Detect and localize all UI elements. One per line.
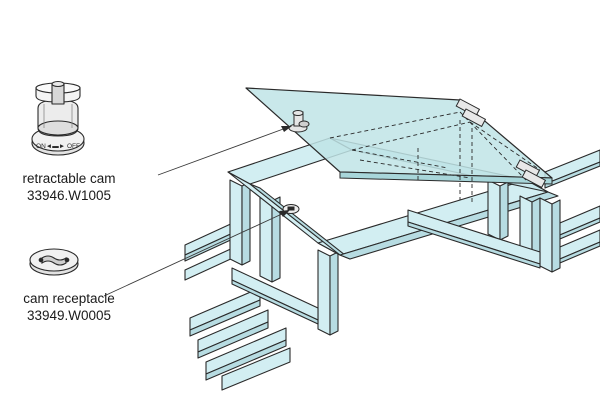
hidden-edges	[329, 111, 541, 205]
right-rails	[544, 149, 600, 269]
cam-marking-text: ON◄▬► OFF	[36, 143, 80, 150]
lower-crossbar	[231, 267, 319, 325]
lower-left-rails	[189, 287, 291, 391]
hinge-top	[455, 98, 487, 128]
cross-rail	[407, 209, 541, 269]
cam-receptacle-icon	[29, 248, 79, 276]
cam-receptacle-label: cam receptacle 33949.W0005	[0, 290, 138, 324]
cam-receptacle-code: 33949.W0005	[26, 308, 112, 323]
hinge-bottom	[515, 159, 547, 189]
retractable-cam-name: retractable cam	[22, 171, 116, 186]
cam-receptacle-name: cam receptacle	[23, 291, 115, 306]
leader-arrowheads	[279, 126, 292, 217]
left-rails	[184, 221, 236, 281]
left-legs	[229, 179, 339, 336]
retractable-cam-icon	[31, 80, 85, 156]
retractable-cam-code: 33946.W1005	[26, 188, 112, 203]
leader-lines	[103, 127, 287, 297]
frame-structure	[184, 137, 600, 391]
panel-cam-mount	[288, 110, 310, 133]
retractable-cam-label: retractable cam 33946.W1005	[0, 170, 138, 204]
hinged-panel	[245, 87, 553, 205]
